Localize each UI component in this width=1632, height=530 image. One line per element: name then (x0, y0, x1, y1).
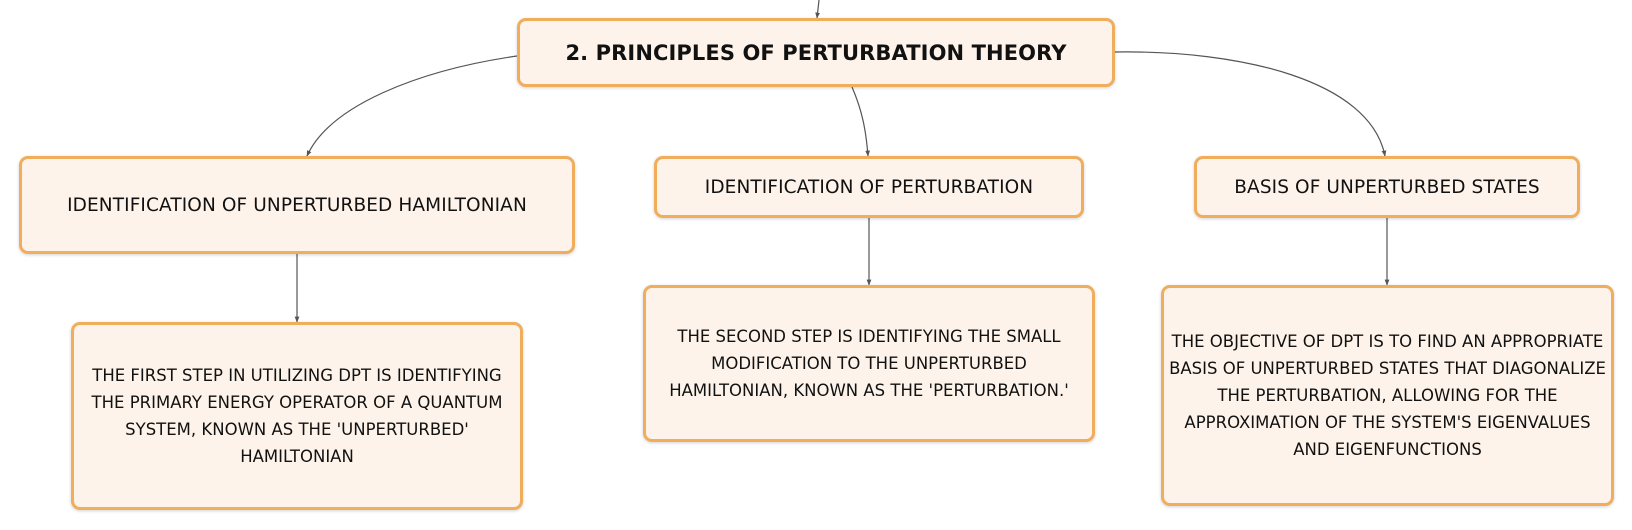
detail-node-text: THE OBJECTIVE OF DPT IS TO FIND AN APPRO… (1169, 332, 1606, 459)
connector-root-to-topic-1 (306, 55, 518, 157)
detail-node-perturbation[interactable]: THE SECOND STEP IS IDENTIFYING THE SMALL… (643, 285, 1095, 442)
incoming-connector (815, 0, 820, 19)
topic-node-label: BASIS OF UNPERTURBED STATES (1234, 176, 1540, 198)
detail-node-unperturbed-hamiltonian[interactable]: THE FIRST STEP IN UTILIZING DPT IS IDENT… (71, 322, 523, 510)
detail-node-text: THE SECOND STEP IS IDENTIFYING THE SMALL… (669, 327, 1069, 400)
root-node[interactable]: 2. PRINCIPLES OF PERTURBATION THEORY (517, 18, 1115, 87)
root-node-title: 2. PRINCIPLES OF PERTURBATION THEORY (565, 40, 1067, 65)
topic-node-perturbation[interactable]: IDENTIFICATION OF PERTURBATION (654, 156, 1084, 218)
topic-node-unperturbed-states-basis[interactable]: BASIS OF UNPERTURBED STATES (1194, 156, 1580, 218)
detail-node-text: THE FIRST STEP IN UTILIZING DPT IS IDENT… (91, 366, 503, 466)
connector-root-to-topic-2 (851, 86, 870, 157)
topic-node-unperturbed-hamiltonian[interactable]: IDENTIFICATION OF UNPERTURBED HAMILTONIA… (19, 156, 575, 254)
detail-node-unperturbed-states-basis[interactable]: THE OBJECTIVE OF DPT IS TO FIND AN APPRO… (1161, 285, 1614, 506)
topic-node-label: IDENTIFICATION OF UNPERTURBED HAMILTONIA… (67, 194, 527, 216)
topic-node-label: IDENTIFICATION OF PERTURBATION (704, 176, 1034, 198)
connector-root-to-topic-3 (1114, 51, 1387, 157)
